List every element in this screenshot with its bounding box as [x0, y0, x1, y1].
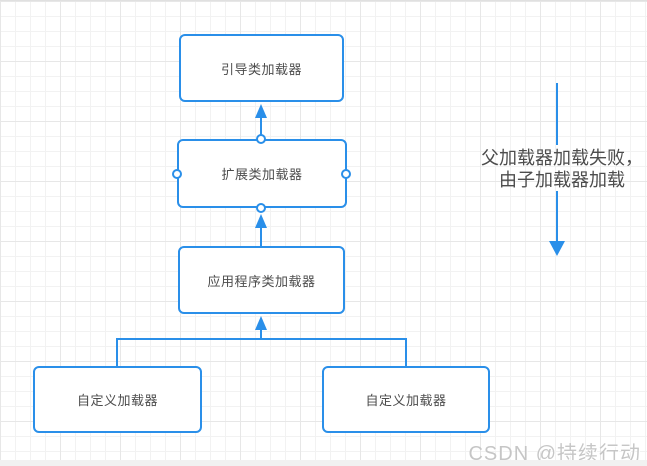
node-label: 应用程序类加载器 [207, 273, 316, 289]
node-custom-classloader-left[interactable]: 自定义加载器 [33, 366, 202, 433]
annotation-arrow-upper-segment[interactable] [556, 83, 558, 145]
edge-custom-branch-stem[interactable] [260, 330, 262, 339]
node-label: 扩展类加载器 [221, 167, 303, 182]
csdn-watermark: CSDN @持续行动 [468, 443, 641, 465]
node-label: 自定义加载器 [365, 393, 447, 408]
arrowhead-down-icon [549, 241, 565, 256]
edge-custom-right-segment[interactable] [405, 338, 407, 367]
horizontal-scrollbar-track[interactable] [0, 460, 647, 466]
node-label: 自定义加载器 [76, 393, 158, 408]
node-custom-classloader-right[interactable]: 自定义加载器 [322, 366, 490, 433]
annotation-text[interactable]: 父加载器加载失败， 由子加载器加载 [477, 147, 647, 191]
connection-handle-bottom[interactable] [256, 203, 266, 213]
annotation-arrow-lower-segment[interactable] [556, 191, 558, 241]
edge-extension-to-bootstrap[interactable] [260, 118, 262, 140]
node-label: 引导类加载器 [220, 61, 302, 77]
annotation-line-1: 父加载器加载失败， [481, 148, 643, 168]
arrowhead-up-icon [255, 104, 267, 118]
edge-application-to-extension[interactable] [260, 228, 262, 247]
connection-handle-right[interactable] [341, 169, 351, 179]
connection-handle-top[interactable] [256, 134, 266, 144]
arrowhead-up-icon [255, 214, 267, 228]
node-application-classloader[interactable]: 应用程序类加载器 [178, 246, 345, 314]
annotation-line-2: 由子加载器加载 [499, 170, 625, 190]
node-extension-classloader[interactable]: 扩展类加载器 [177, 139, 347, 208]
node-bootstrap-classloader[interactable]: 引导类加载器 [179, 34, 344, 102]
connection-handle-left[interactable] [172, 169, 182, 179]
edge-custom-branch-horizontal[interactable] [116, 338, 407, 340]
edge-custom-left-segment[interactable] [116, 338, 118, 367]
arrowhead-up-icon [255, 316, 267, 330]
